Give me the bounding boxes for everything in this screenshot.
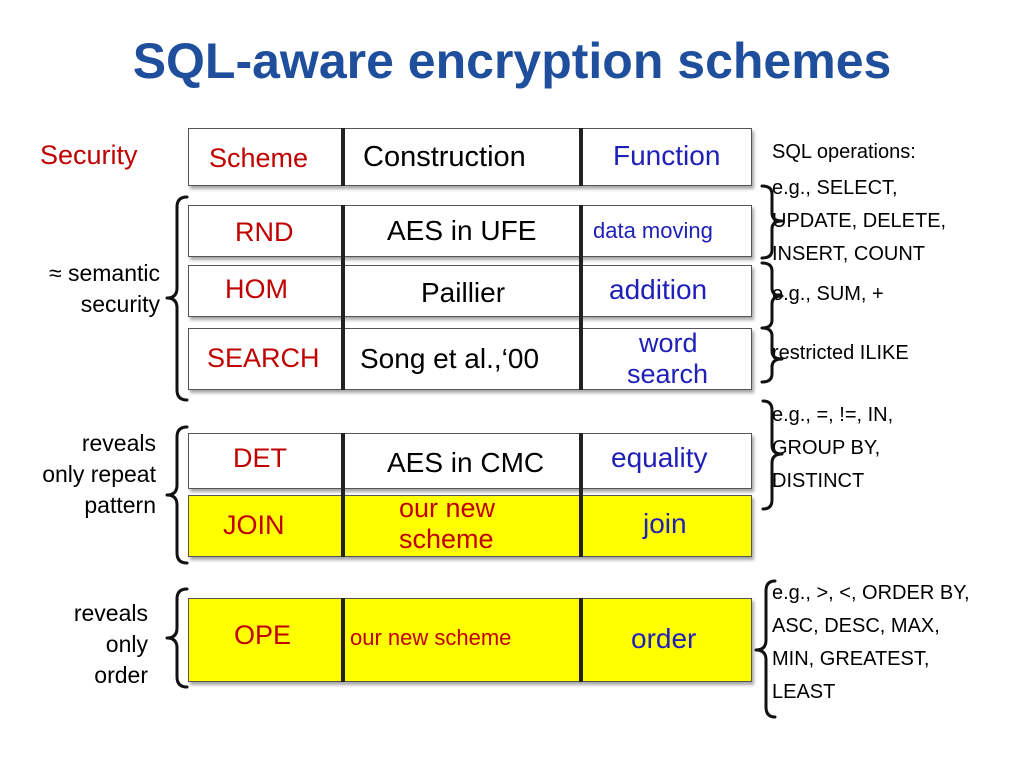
- sql-ops-ope-line-3: MIN, GREATEST,: [772, 648, 930, 670]
- column-divider: [341, 598, 345, 682]
- sql-ops-rnd: e.g., SELECT, UPDATE, DELETE, INSERT, CO…: [772, 172, 946, 271]
- header-construction-label: Construction: [363, 141, 526, 173]
- rnd-construction-label: AES in UFE: [387, 215, 537, 246]
- right-brace-rnd: [760, 184, 784, 260]
- sql-ops-header: SQL operations:: [772, 141, 916, 163]
- hom-scheme-cell: HOM: [188, 265, 344, 317]
- join-construction-label-2: scheme: [399, 524, 494, 554]
- column-divider: [579, 128, 583, 186]
- rnd-scheme-label: RND: [235, 217, 294, 247]
- semantic-line-2: security: [80, 291, 160, 317]
- search-function-label-2: search: [627, 359, 709, 389]
- order-line-1: reveals: [73, 600, 148, 626]
- det-construction-label: AES in CMC: [387, 447, 545, 478]
- join-construction-cell: our new scheme: [344, 493, 582, 557]
- slide-title: SQL-aware encryption schemes: [132, 33, 892, 89]
- right-brace-hom-search: [760, 261, 784, 384]
- header-scheme-label: Scheme: [209, 143, 309, 173]
- repeat-line-1: reveals: [81, 430, 156, 456]
- ope-construction-cell: our new scheme: [344, 598, 582, 682]
- header-function-cell: Function: [582, 128, 752, 186]
- hom-construction-cell: Paillier: [344, 265, 582, 317]
- sql-ops-rnd-line-3: INSERT, COUNT: [772, 243, 925, 265]
- join-function-label: join: [643, 508, 687, 539]
- column-divider: [579, 433, 583, 557]
- sql-ops-det: e.g., =, !=, IN, GROUP BY, DISTINCT: [772, 399, 893, 498]
- join-construction-label-1: our new: [399, 493, 496, 523]
- column-divider: [341, 128, 345, 186]
- ope-function-label: order: [631, 623, 697, 654]
- ope-scheme-cell: OPE: [188, 598, 344, 682]
- repeat-line-2: only repeat: [42, 461, 156, 487]
- hom-function-label: addition: [609, 274, 708, 305]
- hom-function-cell: addition: [582, 265, 752, 317]
- rnd-function-label: data moving: [593, 218, 713, 243]
- column-divider: [341, 433, 345, 557]
- header-function-label: Function: [613, 140, 721, 171]
- sql-ops-ope-line-2: ASC, DESC, MAX,: [772, 615, 940, 637]
- column-divider: [579, 205, 583, 390]
- hom-scheme-label: HOM: [225, 274, 288, 304]
- search-scheme-label: SEARCH: [207, 343, 320, 373]
- semantic-line-1: ≈ semantic: [48, 260, 160, 286]
- order-line-2: only: [105, 631, 148, 657]
- left-brace-repeat: [165, 425, 189, 565]
- search-function-label-1: word: [639, 328, 698, 358]
- column-divider: [341, 205, 345, 390]
- sql-ops-det-line-2: GROUP BY,: [772, 437, 881, 459]
- sql-ops-search: restricted ILIKE: [772, 342, 909, 364]
- order-label: reveals only order: [0, 598, 148, 691]
- det-scheme-label: DET: [233, 443, 287, 473]
- sql-ops-rnd-line-2: UPDATE, DELETE,: [772, 210, 947, 232]
- rnd-scheme-cell: RND: [188, 205, 344, 257]
- sql-ops-ope-line-1: e.g., >, <, ORDER BY,: [772, 582, 970, 604]
- ope-construction-label: our new scheme: [350, 625, 512, 650]
- column-divider: [579, 598, 583, 682]
- det-scheme-cell: DET: [188, 433, 344, 489]
- sql-ops-ope-line-4: LEAST: [772, 681, 836, 703]
- ope-function-cell: order: [582, 598, 752, 682]
- join-scheme-cell: JOIN: [188, 495, 344, 557]
- hom-construction-label: Paillier: [421, 277, 506, 308]
- search-function-cell: word search: [582, 328, 752, 390]
- sql-ops-det-line-1: e.g., =, !=, IN,: [772, 404, 894, 426]
- left-brace-order: [165, 587, 189, 689]
- sql-ops-det-line-3: DISTINCT: [772, 470, 865, 492]
- sql-ops-ope: e.g., >, <, ORDER BY, ASC, DESC, MAX, MI…: [772, 577, 970, 709]
- right-brace-det: [761, 399, 784, 511]
- semantic-security-label: ≈ semantic security: [10, 258, 160, 320]
- repeat-pattern-label: reveals only repeat pattern: [0, 428, 156, 521]
- sql-ops-rnd-line-1: e.g., SELECT,: [772, 177, 898, 199]
- det-function-cell: equality: [582, 433, 752, 489]
- search-construction-label: Song et al.,‘00: [360, 343, 540, 374]
- sql-ops-hom: e.g., SUM, +: [772, 283, 884, 305]
- det-function-label: equality: [611, 442, 708, 473]
- left-brace-semantic: [165, 195, 189, 402]
- header-construction-cell: Construction: [344, 128, 582, 186]
- ope-scheme-label: OPE: [234, 620, 292, 650]
- repeat-line-3: pattern: [84, 492, 156, 518]
- join-scheme-label: JOIN: [223, 510, 285, 540]
- det-construction-cell: AES in CMC: [344, 433, 582, 489]
- security-header: Security: [40, 140, 138, 170]
- search-scheme-cell: SEARCH: [188, 328, 344, 390]
- header-scheme-cell: Scheme: [188, 128, 344, 186]
- right-brace-ope: [754, 579, 777, 719]
- order-line-3: order: [94, 662, 148, 688]
